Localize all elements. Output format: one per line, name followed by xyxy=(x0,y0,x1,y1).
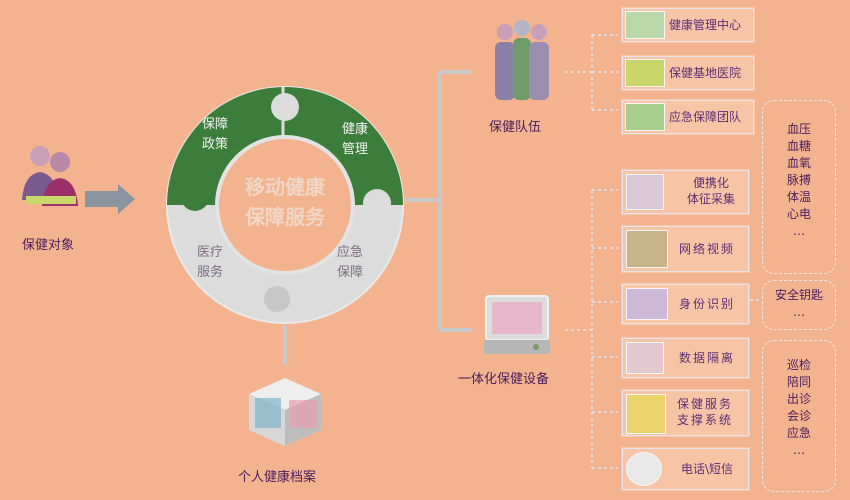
support-system-icon xyxy=(626,394,666,434)
team-item-emergency-team: 应急保障团队 xyxy=(622,100,754,134)
team-icon xyxy=(487,18,557,108)
device-item-support-system: 保健服务支撑系统 xyxy=(622,390,749,436)
archive-label: 个人健康档案 xyxy=(238,470,317,485)
team-item-health-center: 健康管理中心 xyxy=(622,8,754,42)
device-item-video: 网络视频 xyxy=(622,226,749,272)
target-label: 保健对象 xyxy=(22,238,75,253)
device-item-isolation: 数据隔离 xyxy=(622,338,749,378)
segment-medical-service: 医疗服务 xyxy=(196,245,223,280)
phone-sms-icon xyxy=(626,452,662,486)
services-group: 巡检 陪同 出诊 会诊 应急 … xyxy=(762,340,836,492)
archive-icon xyxy=(245,372,325,450)
segment-health-management: 健康管理 xyxy=(341,122,368,157)
segment-emergency: 应急保障 xyxy=(336,245,363,280)
device-item-vitals: 便携化体征采集 xyxy=(622,170,749,214)
vitals-group: 血压 血糖 血氧 脉搏 体温 心电 … xyxy=(762,100,836,274)
people-icon xyxy=(16,140,82,212)
device-item-identity: 身份识别 xyxy=(622,284,749,324)
emergency-team-icon xyxy=(625,103,665,131)
hospital-icon xyxy=(625,59,665,87)
device-label: 一体化保健设备 xyxy=(458,372,550,387)
segment-policy: 保障政策 xyxy=(201,117,228,152)
video-icon xyxy=(626,230,668,268)
team-item-base-hospital: 保健基地医院 xyxy=(622,56,754,90)
arrow-icon xyxy=(85,184,135,214)
security-group: 安全钥匙 … xyxy=(762,280,836,330)
team-label: 保健队伍 xyxy=(489,120,542,135)
vitals-collector-icon xyxy=(626,174,664,210)
service-circle xyxy=(165,85,405,325)
data-isolation-icon xyxy=(626,342,664,374)
health-center-icon xyxy=(625,11,665,39)
device-icon xyxy=(480,290,555,360)
circle-center-title: 移动健康 保障服务 xyxy=(245,175,325,229)
identity-icon xyxy=(626,288,668,320)
device-item-phone-sms: 电话\短信 xyxy=(622,448,749,490)
